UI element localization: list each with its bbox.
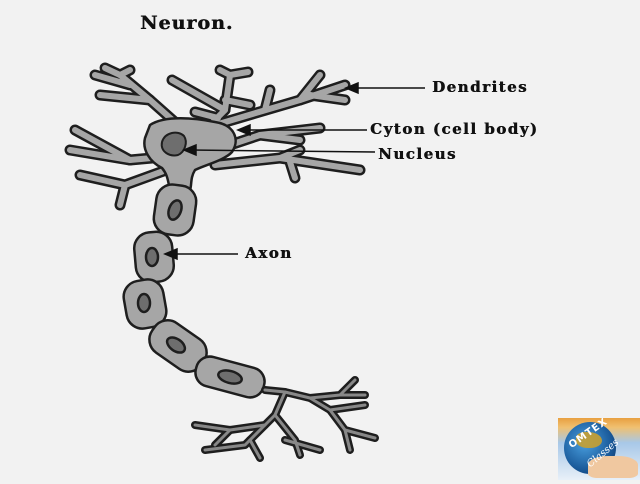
myelin-segment xyxy=(194,355,266,399)
myelin-segment xyxy=(122,278,168,330)
diagram-title: Neuron. xyxy=(140,12,234,34)
label-nucleus: Nucleus xyxy=(378,145,457,163)
myelin-segment xyxy=(148,319,208,373)
hand-icon xyxy=(588,456,638,478)
axon xyxy=(122,183,266,399)
nucleus xyxy=(160,131,187,157)
arrow-axon xyxy=(163,247,238,261)
arrow-nucleus xyxy=(182,143,376,157)
arrow-dendrites xyxy=(344,81,425,95)
cell-body xyxy=(143,117,237,192)
myelin-segment xyxy=(152,183,198,237)
myelin-segment xyxy=(132,230,176,284)
omtex-classes-logo: OMTEX Classes xyxy=(558,418,640,480)
axon-terminals xyxy=(191,376,379,462)
label-cyton: Cyton (cell body) xyxy=(370,120,539,138)
label-dendrites: Dendrites xyxy=(432,78,528,96)
continent-shape xyxy=(576,432,602,448)
pointer-arrows xyxy=(163,81,425,261)
label-axon: Axon xyxy=(245,244,293,262)
arrow-cyton xyxy=(236,123,367,137)
